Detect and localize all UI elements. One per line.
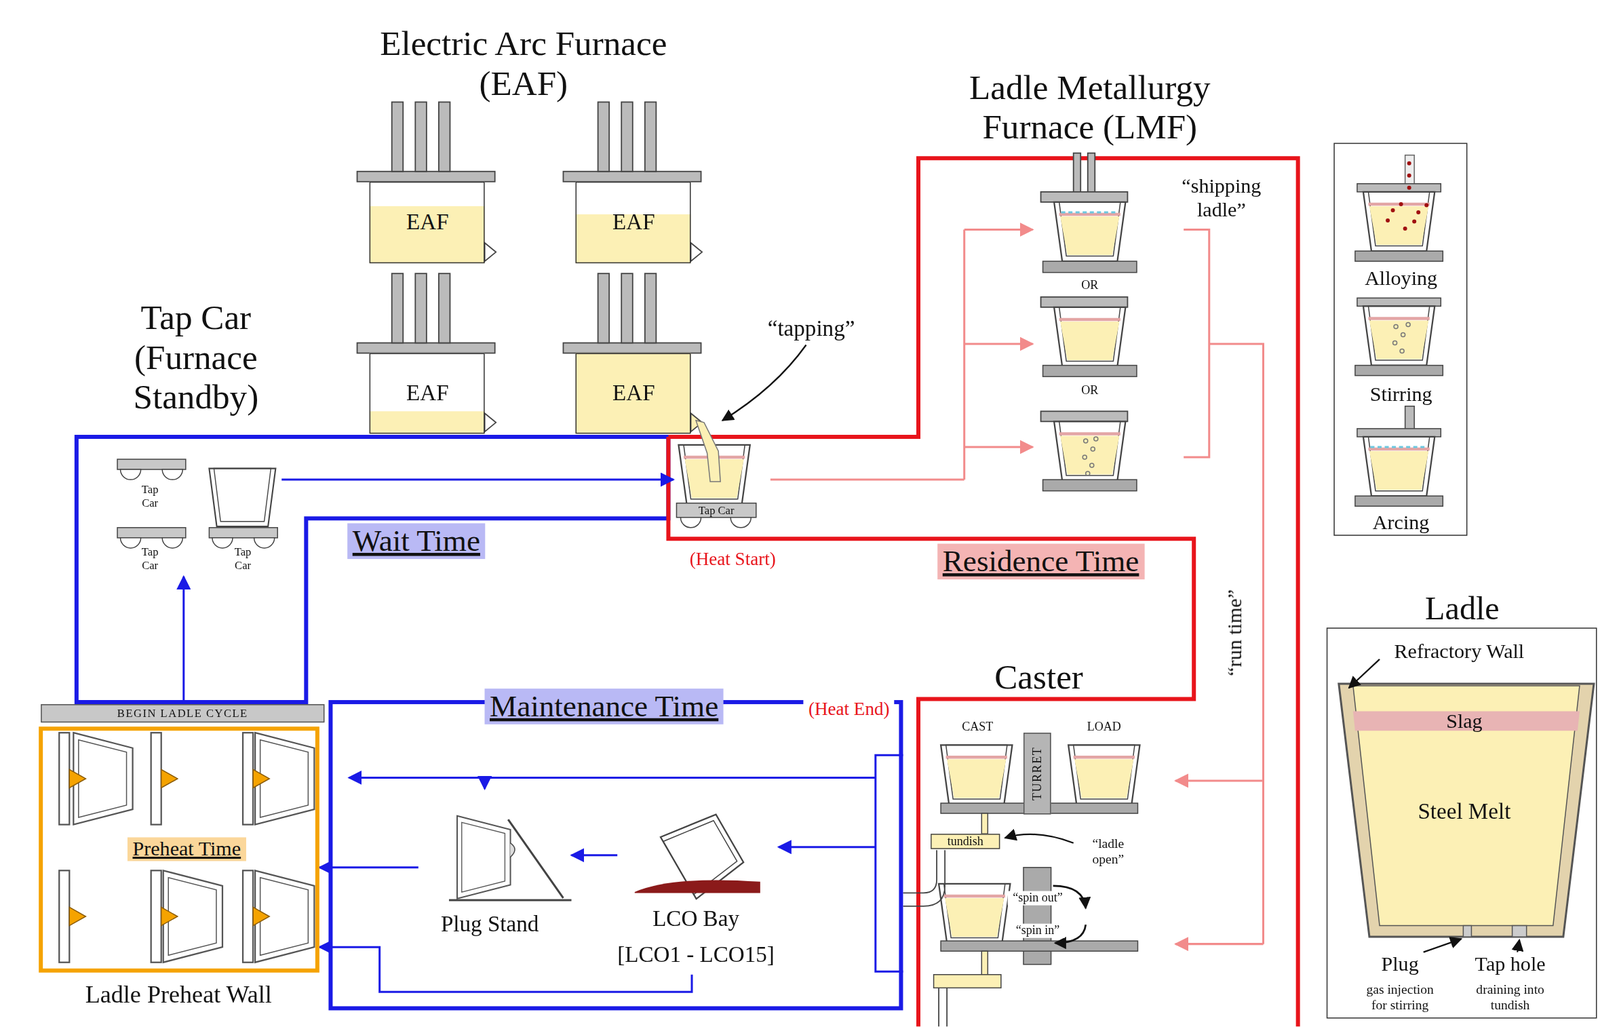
node-text: [LCO1 - LCO15] xyxy=(617,941,775,968)
label: (Heat Start) xyxy=(689,548,776,570)
flow-arrow xyxy=(319,866,419,869)
node-box: Tap Car xyxy=(113,525,188,577)
node-text: Maintenance Time xyxy=(484,688,724,724)
node-text: Tap Car xyxy=(234,545,252,572)
node-text: Tap Car xyxy=(698,503,735,517)
label: Tap Car (Furnace Standby) xyxy=(121,297,271,417)
node-text: BEGIN LADLE CYCLE xyxy=(117,706,249,720)
node-text: Tap Car xyxy=(141,482,159,509)
node-text: Alloying xyxy=(1364,266,1438,291)
node-text: Plug Stand xyxy=(440,910,539,937)
label: “spin out” xyxy=(1007,891,1069,906)
node-text: Tap Car xyxy=(141,545,159,572)
node-text: LCO Bay xyxy=(652,905,740,932)
node-box: LCO Bay [LCO1 - LCO15] xyxy=(617,816,776,975)
label: Caster xyxy=(994,656,1084,697)
node-box: BEGIN LADLE CYCLE xyxy=(40,704,325,723)
label: Refractory Wall xyxy=(1394,639,1525,664)
node-text: EAF xyxy=(612,379,656,406)
node-box: EAF xyxy=(369,353,485,435)
label: draining into tundish xyxy=(1473,982,1548,1014)
node-text: Stirring xyxy=(1370,381,1433,406)
label: gas injection for stirring xyxy=(1362,982,1438,1014)
label: CAST xyxy=(961,720,993,735)
label: “ladle open” xyxy=(1084,836,1133,868)
label: (Heat End) xyxy=(803,698,895,720)
node-box: Tap Car xyxy=(206,467,282,574)
node-text: EAF xyxy=(406,208,450,234)
node-text: EAF xyxy=(612,208,656,234)
node-box: Tap Car xyxy=(113,457,188,513)
label: “spin in” xyxy=(1010,923,1065,939)
flow-arrow xyxy=(281,478,674,481)
node-box: Maintenance TimePlug StandLCO Bay[LCO1 -… xyxy=(328,699,903,1010)
node-text: Arcing xyxy=(1372,510,1430,535)
label: Tap hole xyxy=(1475,952,1546,977)
node-box: Preheat TimeLadle Preheat Wall xyxy=(38,726,320,973)
node-box: TURRET xyxy=(1023,732,1052,814)
node-box: Tap Car xyxy=(673,441,759,532)
label: Slag xyxy=(1446,709,1483,734)
node-box: EAF xyxy=(575,181,692,264)
node-text: TURRET xyxy=(1030,746,1046,801)
node-box: EAF xyxy=(575,353,692,435)
node-text: tundish xyxy=(947,834,984,850)
node-box: AlloyingStirringArcing xyxy=(1333,143,1468,536)
label: Electric Arc Furnace (EAF) xyxy=(358,23,689,104)
label: “run time” xyxy=(1222,589,1247,677)
flow-arrow xyxy=(182,576,185,705)
label: Plug xyxy=(1381,952,1419,977)
label: Ladle Metallurgy Furnace (LMF) xyxy=(950,67,1229,148)
node-box: Plug Stand xyxy=(418,790,572,939)
label: Residence Time xyxy=(937,543,1145,580)
node-box: tundish xyxy=(930,833,1000,850)
node-box: EAF xyxy=(369,181,485,264)
node-text: Ladle xyxy=(1425,589,1500,627)
node-text: Ladle Preheat Wall xyxy=(85,980,272,1010)
flow-arrow xyxy=(571,853,618,856)
label: Wait Time xyxy=(347,522,485,559)
label: OR xyxy=(1081,383,1099,399)
label: “tapping” xyxy=(767,315,856,342)
node-text: EAF xyxy=(406,379,450,406)
label: Steel Melt xyxy=(1417,798,1511,825)
node-text: Preheat Time xyxy=(127,836,247,861)
label: OR xyxy=(1081,278,1099,294)
label: LOAD xyxy=(1087,720,1122,735)
label: “shipping ladle” xyxy=(1174,174,1269,222)
